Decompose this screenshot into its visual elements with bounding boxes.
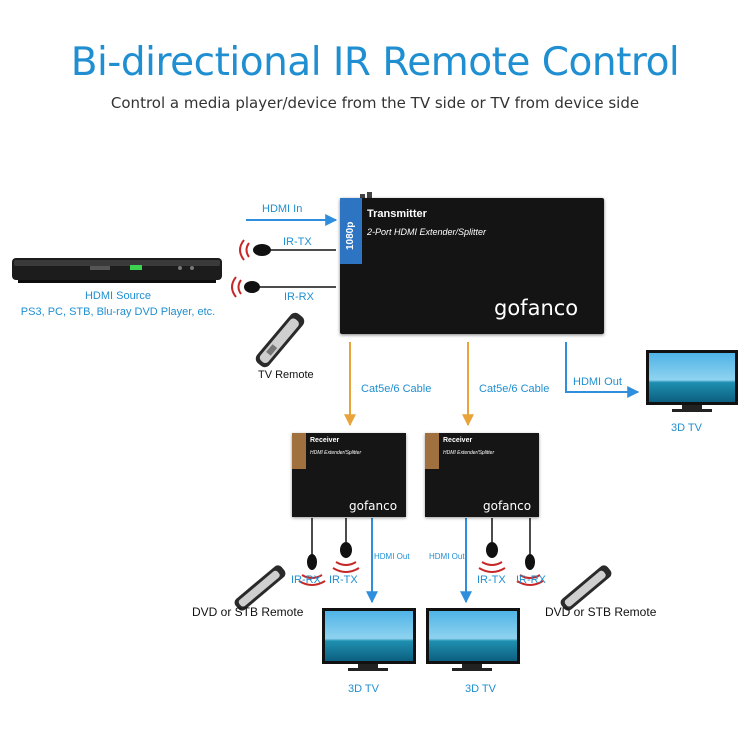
ir-rx-receiver-icon [231, 276, 336, 298]
receiver-right-ir-rx-label: IR-RX [516, 574, 546, 586]
cable-left-label: Cat5e/6 Cable [361, 383, 432, 395]
page-subtitle: Control a media player/device from the T… [110, 94, 640, 112]
receiver-right-ir-icons [478, 518, 544, 586]
receiver-right-ir-tx-label: IR-TX [477, 574, 506, 586]
transmitter-brand-logo: gofanco [494, 296, 579, 320]
transmitter-description: 2-Port HDMI Extender/Splitter [367, 227, 487, 237]
dvd-remote-right-icon [560, 565, 612, 611]
receiver-right-tv-label: 3D TV [465, 683, 496, 695]
ir-tx-label: IR-TX [283, 236, 312, 248]
receiver-right-remote-label: DVD or STB Remote [545, 605, 657, 619]
transmitter-name: Transmitter [367, 208, 427, 220]
receiver-left-ir-icons [298, 518, 360, 586]
hdmi-out-main-arrow [565, 342, 640, 398]
receiver-right-description: HDMI Extender/Splitter [443, 450, 495, 456]
receiver-right-tag [425, 433, 439, 469]
hdmi-in-label: HDMI In [262, 203, 303, 215]
cable-right-label: Cat5e/6 Cable [479, 383, 550, 395]
tv-main-label: 3D TV [671, 422, 702, 434]
receiver-left-remote-label: DVD or STB Remote [192, 605, 304, 619]
hdmi-source-title: HDMI Source [84, 290, 152, 302]
tv-remote-icon [255, 312, 305, 368]
receiver-left-tv-label: 3D TV [348, 683, 379, 695]
ir-rx-label: IR-RX [284, 291, 314, 303]
receiver-left-brand-logo: gofanco [349, 499, 398, 513]
receiver-right-brand-logo: gofanco [483, 499, 532, 513]
hdmi-source-player-icon [12, 258, 222, 283]
receiver-left-ir-tx-label: IR-TX [329, 574, 358, 586]
transmitter-device [340, 198, 604, 334]
receiver-right-name: Receiver [443, 437, 473, 444]
receiver-right-hdmi-out-label: HDMI Out [429, 552, 465, 561]
tv-left-icon [322, 608, 416, 671]
receiver-left-description: HDMI Extender/Splitter [310, 450, 362, 456]
dvd-remote-left-icon [234, 565, 286, 611]
resolution-badge: 1080p [340, 198, 362, 264]
receiver-right-device [425, 433, 539, 517]
tv-remote-label: TV Remote [258, 369, 314, 381]
ir-tx-emitter-icon [239, 239, 336, 261]
receiver-left-hdmi-out-label: HDMI Out [374, 552, 410, 561]
tv-right-icon [426, 608, 520, 671]
receiver-left-ir-rx-label: IR-RX [291, 574, 321, 586]
page-title: Bi-directional IR Remote Control [70, 40, 680, 85]
receiver-left-name: Receiver [310, 437, 340, 444]
tv-main-icon [646, 350, 738, 412]
receiver-left-device [292, 433, 406, 517]
hdmi-out-main-label: HDMI Out [573, 376, 622, 388]
resolution-badge-text: 1080p [345, 221, 356, 250]
hdmi-source-description: PS3, PC, STB, Blu-ray DVD Player, etc. [20, 306, 216, 318]
receiver-left-tag [292, 433, 306, 469]
